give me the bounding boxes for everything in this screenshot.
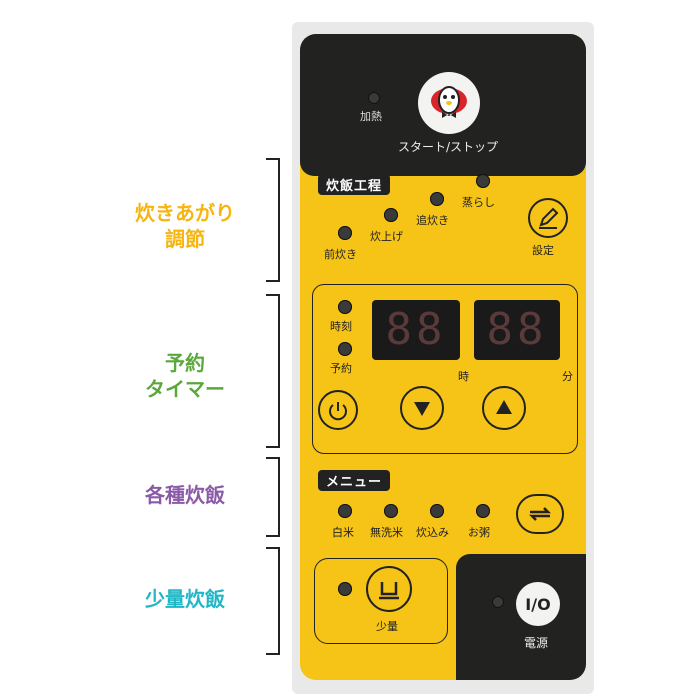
- step-label-1: 前炊き: [324, 248, 357, 261]
- power-icon: I/O: [525, 594, 551, 614]
- up-arrow-icon: [496, 400, 512, 414]
- mascot-icon: [431, 86, 467, 118]
- hour-unit-label: 時: [458, 370, 469, 383]
- power-section: I/O 電源: [456, 554, 586, 680]
- step-label-4: 蒸らし: [462, 196, 495, 209]
- menu-label-4: お粥: [468, 526, 490, 539]
- start-stop-label: スタート/ストップ: [398, 140, 499, 154]
- minute-display: 88: [474, 300, 560, 360]
- side-label-finish-line2: 調節: [165, 227, 205, 251]
- small-label: 少量: [376, 620, 398, 633]
- down-button[interactable]: [400, 386, 444, 430]
- clock-led: [338, 300, 352, 314]
- small-led: [338, 582, 352, 596]
- step-label-2: 炊上げ: [370, 230, 403, 243]
- menu-label-1: 白米: [332, 526, 354, 539]
- menu-label-2: 無洗米: [370, 526, 403, 539]
- step-led-1: [338, 226, 352, 240]
- bracket-finish: [266, 158, 280, 282]
- power-led: [492, 596, 504, 608]
- step-label-3: 追炊き: [416, 214, 449, 227]
- timer-section: [312, 284, 578, 454]
- power-button[interactable]: I/O: [516, 582, 560, 626]
- side-label-timer-line2: タイマー: [145, 377, 225, 401]
- menu-label-3: 炊込み: [416, 526, 449, 539]
- set-button[interactable]: [528, 198, 568, 238]
- menu-title: メニュー: [318, 470, 391, 491]
- side-label-timer: 予約 タイマー: [110, 350, 260, 402]
- heat-label: 加熱: [360, 110, 382, 123]
- cycle-icon: [528, 507, 552, 521]
- timer-button[interactable]: [318, 390, 358, 430]
- panel-top-section: 加熱 スタート/ストップ: [300, 34, 586, 176]
- hour-display: 88: [372, 300, 460, 360]
- reserve-led: [338, 342, 352, 356]
- menu-led-2: [384, 504, 398, 518]
- small-section: [314, 558, 448, 644]
- pot-icon: [379, 582, 399, 600]
- pencil-icon: [539, 207, 559, 229]
- set-label: 設定: [532, 244, 554, 257]
- up-button[interactable]: [482, 386, 526, 430]
- down-arrow-icon: [414, 402, 430, 416]
- clock-label: 時刻: [330, 320, 352, 333]
- menu-led-4: [476, 504, 490, 518]
- side-label-small: 少量炊飯: [145, 587, 225, 611]
- side-label-finish: 炊きあがり 調節: [110, 200, 260, 252]
- step-led-3: [430, 192, 444, 206]
- minute-unit-label: 分: [562, 370, 573, 383]
- small-button[interactable]: [366, 566, 412, 612]
- side-label-finish-line1: 炊きあがり: [135, 201, 235, 225]
- bracket-small: [266, 547, 280, 655]
- process-title: 炊飯工程: [318, 174, 391, 195]
- menu-button[interactable]: [516, 494, 564, 534]
- step-led-2: [384, 208, 398, 222]
- reserve-label: 予約: [330, 362, 352, 375]
- bracket-menu: [266, 457, 280, 537]
- side-label-menu: 各種炊飯: [145, 483, 225, 507]
- heat-indicator-led: [368, 92, 380, 104]
- step-led-4: [476, 174, 490, 188]
- power-label: 電源: [524, 636, 549, 650]
- control-panel: 加熱 スタート/ストップ 炊飯工程 前炊き 炊上げ 追炊き 蒸らし 設定 時: [300, 34, 586, 680]
- menu-led-1: [338, 504, 352, 518]
- bracket-timer: [266, 294, 280, 448]
- start-stop-button[interactable]: [418, 72, 480, 134]
- side-label-timer-line1: 予約: [165, 351, 205, 375]
- clock-icon: [329, 402, 347, 421]
- menu-led-3: [430, 504, 444, 518]
